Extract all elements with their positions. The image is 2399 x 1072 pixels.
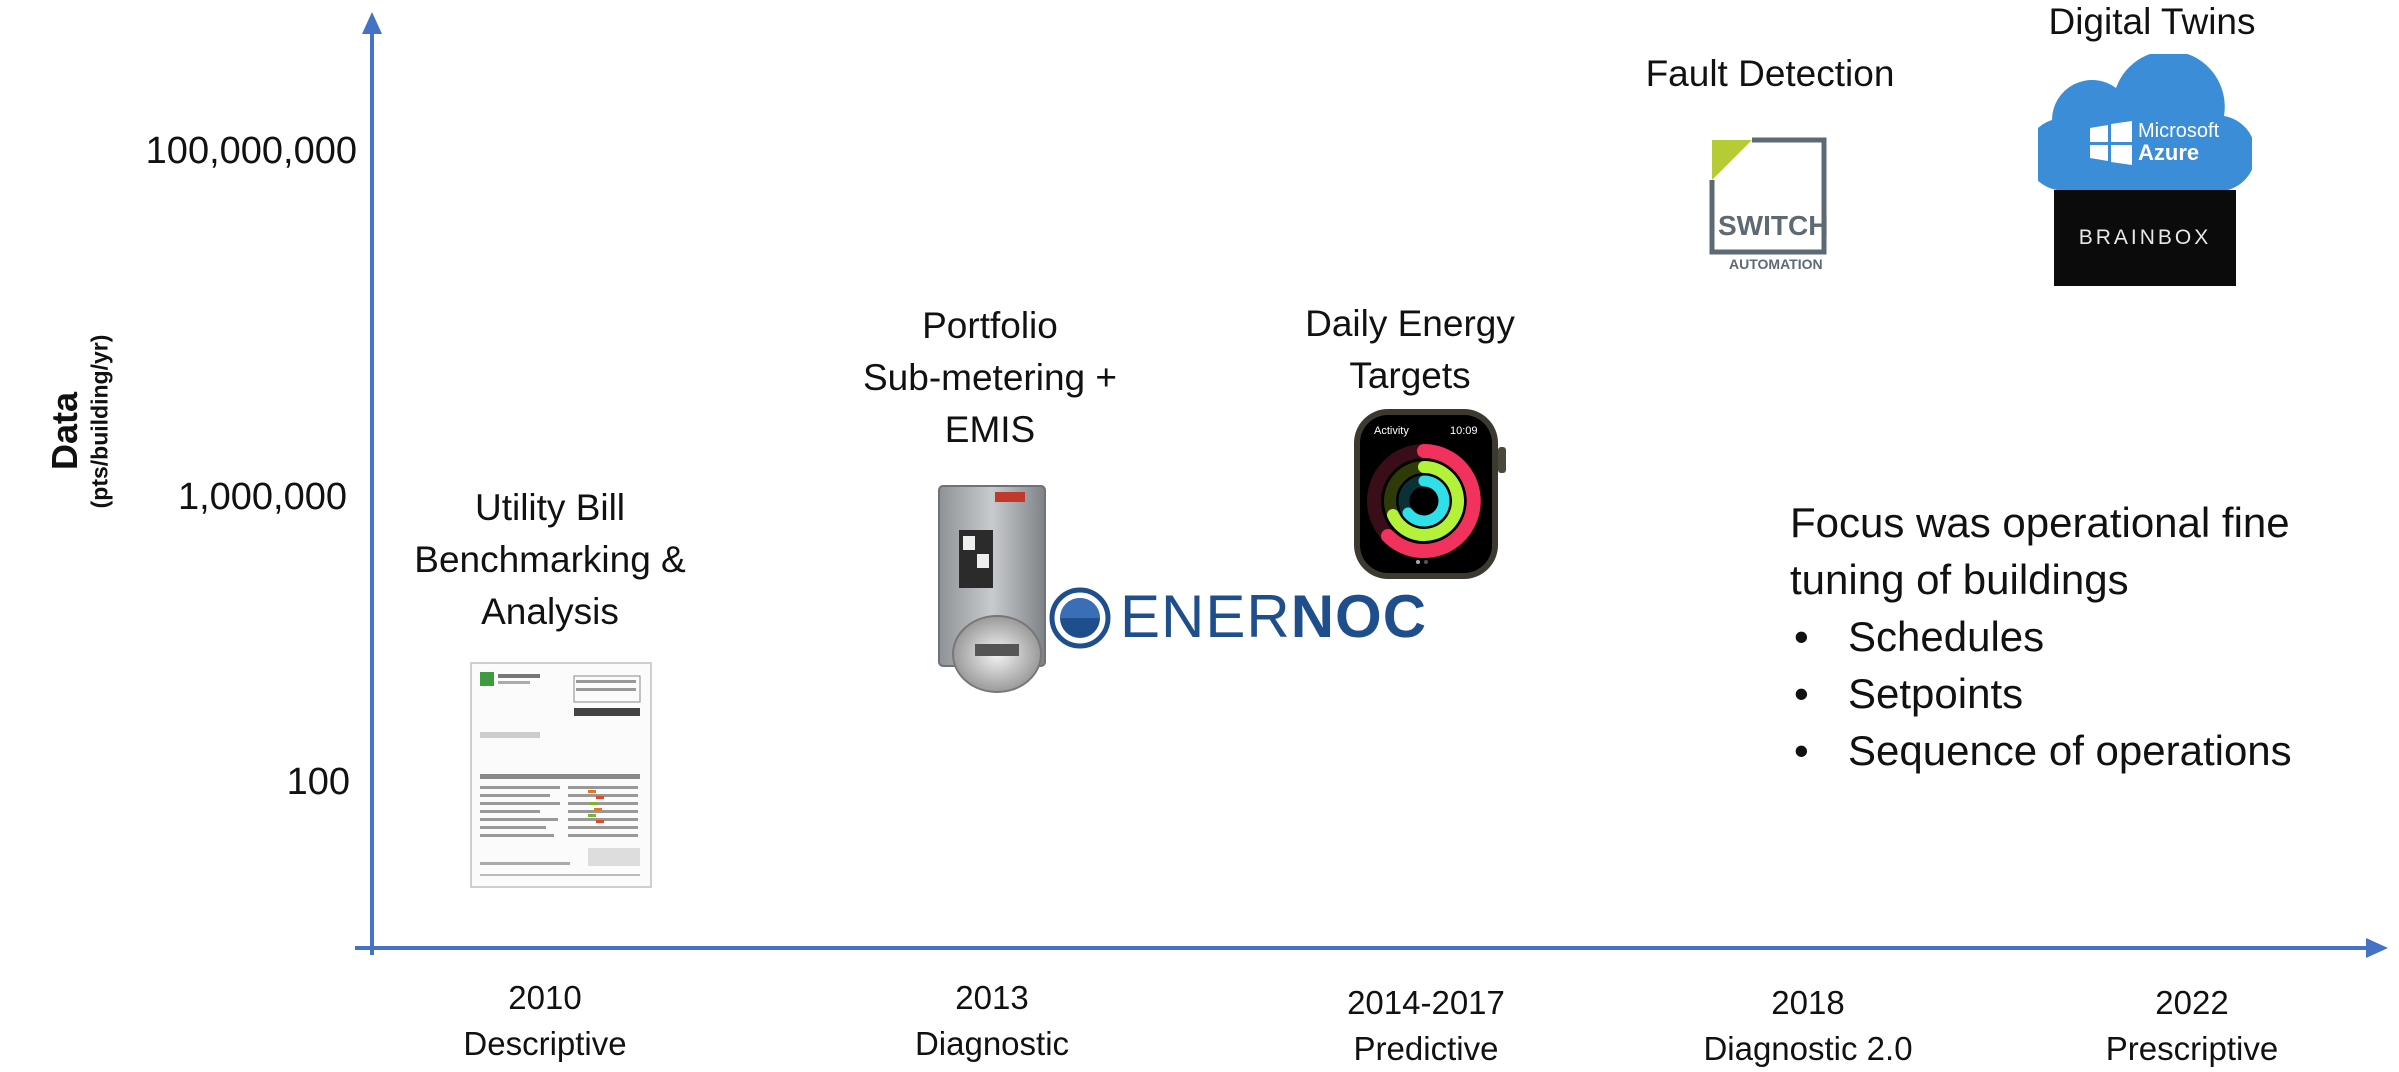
y-axis-units: (pts/building/yr) [86,334,113,509]
focus-heading-line1: Focus was operational fine [1790,499,2290,546]
milestone-line: Targets [1349,355,1471,396]
enernoc-logo [1049,587,1111,649]
milestone-fault-detection: Fault Detection [1645,53,1895,94]
focus-item: • Setpoints [1790,665,2390,722]
y-tick-label: 1,000,000 [177,476,347,518]
watch-time: 10:09 [1450,425,1478,437]
y-tick-label: 100,000,000 [145,130,357,172]
y-axis-title: Data [44,391,85,471]
milestone-line: Benchmarking & [414,539,686,580]
milestone-line: Sub-metering + [863,357,1117,398]
x-label-stage: Diagnostic 2.0 [1703,1030,1913,1067]
x-label-2022: 2022 Prescriptive [2032,980,2352,1072]
x-label-2010: 2010 Descriptive [385,975,705,1067]
focus-list: • Schedules • Setpoints • Sequence of opera… [1790,608,2390,779]
bullet: • [1794,613,1809,660]
switch-automation-logo: SWITCH AUTOMATION [1708,136,1832,276]
azure-line2: Azure [2138,140,2200,165]
x-label-year: 2014-2017 [1347,984,1505,1021]
focus-item-text: Schedules [1848,613,2045,660]
milestone-line: Utility Bill [474,487,626,528]
submeter-image [938,485,1046,693]
x-label-stage: Descriptive [463,1025,627,1062]
brainbox-logo: BRAINBOX [2054,190,2236,286]
watch-app-label: Activity [1374,425,1409,437]
milestone-digital-twins: Digital Twins [2048,1,2256,42]
focus-item: • Sequence of operations [1790,722,2390,779]
milestone-line: Daily Energy [1305,303,1515,344]
enernoc-wordmark: ENERNOC [1120,582,1427,651]
focus-item-text: Sequence of operations [1848,727,2292,774]
milestone-line: EMIS [944,409,1036,450]
x-label-stage: Predictive [1353,1030,1499,1067]
switch-sub: AUTOMATION [1729,256,1823,272]
x-label-year: 2010 [508,979,582,1016]
focus-note: Focus was operational fine tuning of bui… [1790,494,2390,779]
x-label-2013: 2013 Diagnostic [832,975,1152,1067]
y-tick-label: 100 [286,761,350,803]
utility-bill-image [470,662,652,888]
azure-line1: Microsoft [2138,120,2220,142]
milestone-portfolio: Portfolio Sub-metering + EMIS [820,300,1160,456]
bullet: • [1794,670,1809,717]
switch-word: SWITCH [1718,210,1829,241]
x-label-year: 2022 [2155,984,2229,1021]
x-label-year: 2013 [955,979,1029,1016]
milestone-daily-energy: Daily Energy Targets [1245,298,1575,402]
azure-logo: Microsoft Azure [2038,54,2252,190]
y-axis-label: Data (pts/building/yr) [10,280,113,580]
x-label-2014-2017: 2014-2017 Predictive [1266,980,1586,1072]
milestone-line: Analysis [481,591,619,632]
milestone-utility-bill: Utility Bill Benchmarking & Analysis [380,482,720,638]
focus-item: • Schedules [1790,608,2390,665]
smartwatch-image: Activity 10:09 [1348,405,1508,585]
x-label-year: 2018 [1771,984,1845,1021]
focus-heading-line2: tuning of buildings [1790,556,2129,603]
enernoc-light: ENER [1120,583,1291,650]
x-label-2018: 2018 Diagnostic 2.0 [1648,980,1968,1072]
x-axis-arrow [2366,938,2388,958]
bullet: • [1794,727,1809,774]
enernoc-bold: NOC [1290,583,1428,650]
focus-item-text: Setpoints [1848,670,2024,717]
x-label-stage: Diagnostic [914,1025,1070,1062]
y-axis-arrow [362,12,382,34]
x-label-stage: Prescriptive [2105,1030,2279,1067]
milestone-line: Portfolio [922,305,1058,346]
